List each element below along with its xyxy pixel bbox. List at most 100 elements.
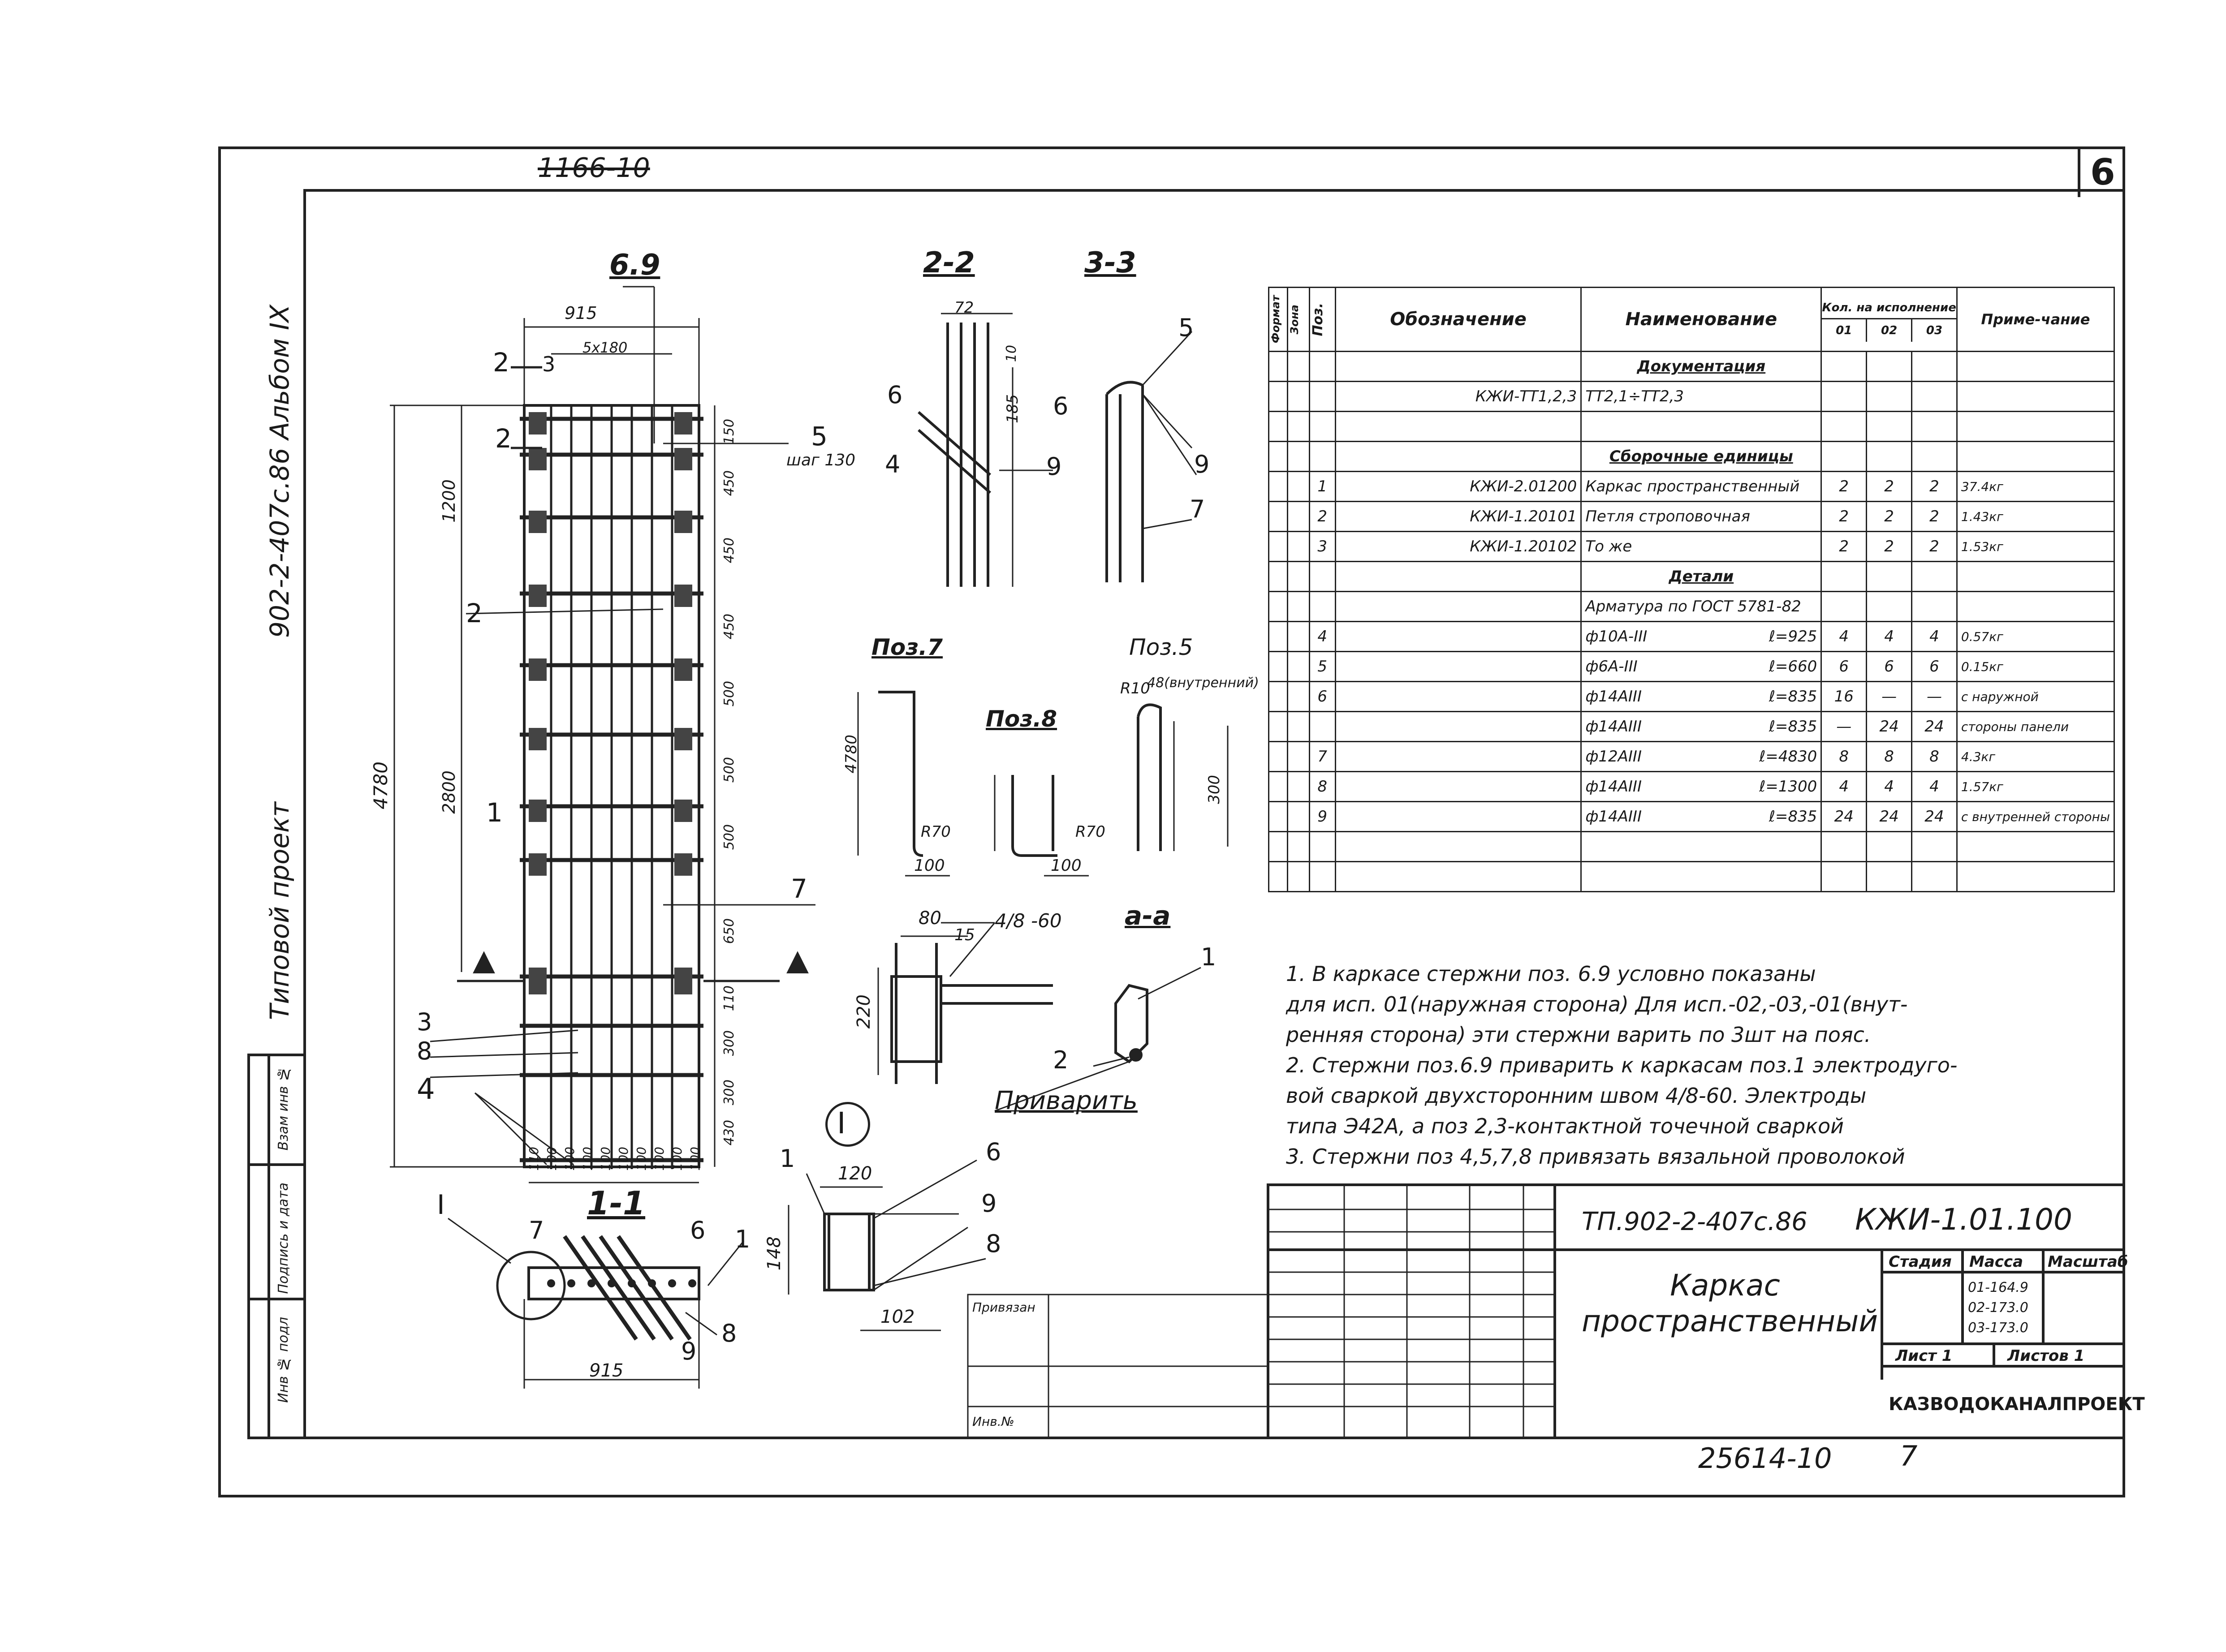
project-code-vertical: 902-2-407с.86 Альбом IX — [264, 305, 295, 638]
spec-cell-q1: 24 — [1820, 801, 1868, 832]
title-block-lines — [967, 1183, 2125, 1439]
cage-elevation — [390, 286, 815, 1183]
pos-marker-1a: 1 — [486, 797, 503, 828]
spec-cell-q3 — [1911, 591, 1958, 622]
spec-cell-zone — [1287, 351, 1310, 382]
section-2-2-label: 2-2 — [923, 246, 975, 280]
spec-cell-format — [1268, 561, 1289, 592]
spec-cell-format — [1268, 861, 1289, 892]
section-a-a-label: а-а — [1125, 900, 1171, 931]
pos-marker-6b: 6 — [1053, 392, 1069, 420]
spec-cell-q1: 16 — [1820, 681, 1868, 712]
spec-cell-length: ℓ=4830 — [1759, 748, 1817, 766]
spec-cell-q3 — [1911, 831, 1958, 862]
spec-cell-q1: 4 — [1820, 771, 1868, 802]
spec-cell-q1: 6 — [1820, 651, 1868, 682]
spec-cell-zone — [1287, 861, 1310, 892]
spec-cell-q2: — — [1866, 681, 1912, 712]
spec-cell-q1 — [1820, 441, 1868, 472]
title-organization: КАЗВОДОКАНАЛПРОЕКТ — [1889, 1394, 2145, 1415]
spec-cell-pos — [1308, 351, 1336, 382]
spec-cell-format — [1268, 711, 1289, 742]
section-1-1-label: 1-1 — [587, 1184, 646, 1222]
pos-marker-9a: 9 — [1046, 452, 1062, 481]
spec-cell-name: Сборочные единицы — [1580, 441, 1822, 472]
spec-cell-name: Документация — [1580, 351, 1822, 382]
spec-row: ф14АIII ℓ=835 — 24 24 стороны панели — [1268, 711, 2115, 742]
spec-cell-name-text: Каркас пространственный — [1585, 478, 1800, 495]
spec-cell-q2 — [1866, 831, 1912, 862]
spec-cell-format — [1268, 621, 1289, 652]
spec-cell-zone — [1287, 411, 1310, 442]
spec-cell-designation — [1334, 681, 1582, 712]
spec-cell-length: ℓ=660 — [1769, 658, 1817, 675]
spec-cell-note: с внутренней стороны — [1956, 801, 2115, 832]
pos5-label: Поз.5 — [1129, 634, 1193, 660]
bottom-section-lines — [788, 1159, 986, 1331]
spec-cell-q3 — [1911, 861, 1958, 892]
spec-row: Сборочные единицы — [1268, 441, 2115, 472]
pos-marker-5b: 5 — [1178, 314, 1194, 342]
spec-cell-pos: 6 — [1308, 681, 1336, 712]
pos-marker-3b: 3 — [417, 1008, 432, 1036]
spec-cell-note — [1956, 351, 2115, 382]
dim-bottom-8: 100 — [652, 1147, 667, 1171]
spec-cell-format — [1268, 411, 1289, 442]
note-line-4: 2. Стержни поз.6.9 приварить к каркасам … — [1286, 1053, 1958, 1077]
pos-marker-9d: 9 — [681, 1337, 697, 1365]
spec-row: 5 ф6А-III ℓ=660 6 6 6 0.15кг — [1268, 651, 2115, 682]
spec-header-q02: 02 — [1867, 319, 1913, 342]
spec-cell-format — [1268, 501, 1289, 532]
dim-step-10: 300 — [721, 1030, 737, 1056]
spec-cell-note — [1956, 381, 2115, 412]
spec-cell-pos — [1308, 711, 1336, 742]
dim-bottom-4: 100 — [580, 1147, 595, 1171]
spec-cell-q3: 2 — [1911, 471, 1958, 502]
view-69-label: 6.9 — [609, 249, 660, 282]
spec-cell-pos — [1308, 411, 1336, 442]
spec-cell-format — [1268, 801, 1289, 832]
spec-cell-zone — [1287, 381, 1310, 412]
spec-row: 4 ф10А-III ℓ=925 4 4 4 0.57кг — [1268, 621, 2115, 652]
bar-sketches — [857, 691, 1229, 877]
spec-cell-q3 — [1911, 561, 1958, 592]
spec-cell-q1 — [1820, 411, 1868, 442]
dim-step-6: 500 — [721, 757, 737, 783]
spec-cell-q2: 2 — [1866, 531, 1912, 562]
dim-step-5: 500 — [721, 681, 737, 707]
inv-label: Инв.№ — [972, 1414, 1014, 1429]
spec-cell-name-text: То же — [1585, 538, 1632, 555]
spec-cell-designation — [1334, 621, 1582, 652]
spec-cell-q3 — [1911, 411, 1958, 442]
title-drawing-name: Каркас пространственный — [1582, 1268, 1878, 1338]
spec-row — [1268, 831, 2115, 862]
spec-row: 7 ф12АIII ℓ=4830 8 8 8 4.3кг — [1268, 741, 2115, 772]
title-sheets-label: Листов 1 — [2007, 1347, 2085, 1365]
title-sheet-label: Лист 1 — [1895, 1347, 1953, 1365]
spec-cell-q1: 4 — [1820, 621, 1868, 652]
spec-cell-note: 1.57кг — [1956, 771, 2115, 802]
spec-cell-q2: 4 — [1866, 621, 1912, 652]
dim-100-pos7: 100 — [914, 856, 945, 875]
spec-cell-pos: 1 — [1308, 471, 1336, 502]
pos-marker-3a: 3 — [542, 352, 556, 376]
spec-header-designation: Обозначение — [1334, 287, 1582, 352]
spec-cell-designation: КЖИ-1.20102 — [1334, 531, 1582, 562]
dim-r70-pos8: R70 — [1075, 823, 1105, 841]
note-line-6: типа Э42А, а поз 2,3-контактной точечной… — [1286, 1114, 1844, 1138]
dim-4780: 4780 — [370, 761, 392, 809]
spec-cell-designation: КЖИ-1.20101 — [1334, 501, 1582, 532]
spec-cell-note: 1.53кг — [1956, 531, 2115, 562]
spec-cell-designation — [1334, 801, 1582, 832]
spec-cell-name-text: ф14АIII — [1585, 808, 1642, 826]
title-mass-label: Масса — [1969, 1253, 2023, 1271]
stamp-label-sign: Подпись и дата — [276, 1183, 291, 1294]
spec-body: Документация КЖИ-ТТ1,2,3 ТТ2,1÷ТТ2,3 — [1268, 351, 2115, 892]
spec-cell-pos: 2 — [1308, 501, 1336, 532]
spec-cell-name-text: ф12АIII — [1585, 748, 1642, 766]
pos-marker-2b: 2 — [495, 423, 512, 454]
node-I-circle — [825, 1102, 870, 1147]
dim-915-bottom: 915 — [589, 1360, 624, 1381]
section-a-a-lines — [994, 967, 1201, 1112]
spec-cell-zone — [1287, 831, 1310, 862]
